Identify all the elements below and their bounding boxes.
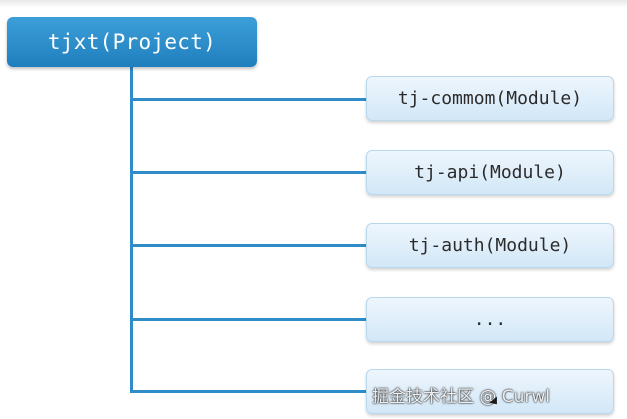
module-node-auth: tj-auth(Module) xyxy=(366,223,614,268)
connector-branch-3 xyxy=(130,244,366,247)
top-edge xyxy=(0,0,627,8)
module-node-partial xyxy=(366,369,614,414)
watermark-text: 掘金技术社区 @ Curwl xyxy=(372,387,551,407)
connector-branch-5 xyxy=(130,390,366,393)
module-node-api: tj-api(Module) xyxy=(366,150,614,195)
module-label: ... xyxy=(473,309,507,330)
connector-branch-2 xyxy=(130,171,366,174)
connector-branch-1 xyxy=(130,98,366,101)
project-label: tjxt(Project) xyxy=(47,30,217,54)
module-label: tj-api(Module) xyxy=(414,162,566,183)
connector-branch-4 xyxy=(130,318,366,321)
module-node-commom: tj-commom(Module) xyxy=(366,76,614,121)
module-label: tj-commom(Module) xyxy=(397,88,583,109)
project-node: tjxt(Project) xyxy=(7,17,257,67)
connector-trunk xyxy=(130,67,133,393)
module-node-ellipsis: ... xyxy=(366,297,614,342)
module-label: tj-auth(Module) xyxy=(408,235,572,256)
